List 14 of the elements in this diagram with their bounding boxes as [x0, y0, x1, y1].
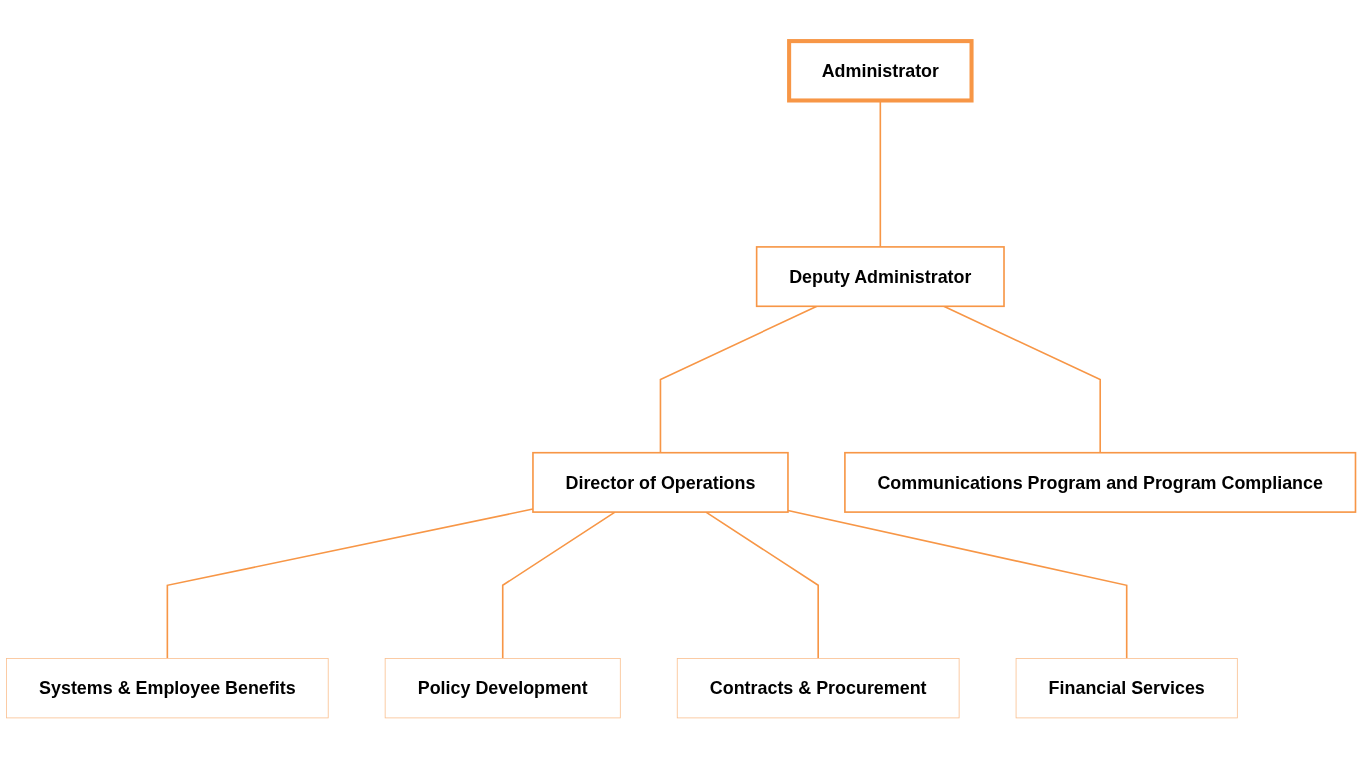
node-box: Financial Services [1015, 658, 1238, 719]
node-box: Systems & Employee Benefits [6, 658, 329, 719]
connector [166, 508, 534, 660]
connector [501, 511, 616, 660]
connector [705, 511, 819, 660]
node-box: Policy Development [384, 658, 621, 719]
connector [659, 305, 818, 454]
node-box: Director of Operations [532, 451, 789, 513]
node-box: Contracts & Procurement [676, 658, 960, 719]
connector [942, 305, 1101, 454]
node-box: Administrator [787, 39, 974, 103]
node-box: Communications Program and Program Compliance [844, 451, 1357, 513]
node-box: Deputy Administrator [755, 246, 1005, 308]
connector [787, 509, 1128, 660]
